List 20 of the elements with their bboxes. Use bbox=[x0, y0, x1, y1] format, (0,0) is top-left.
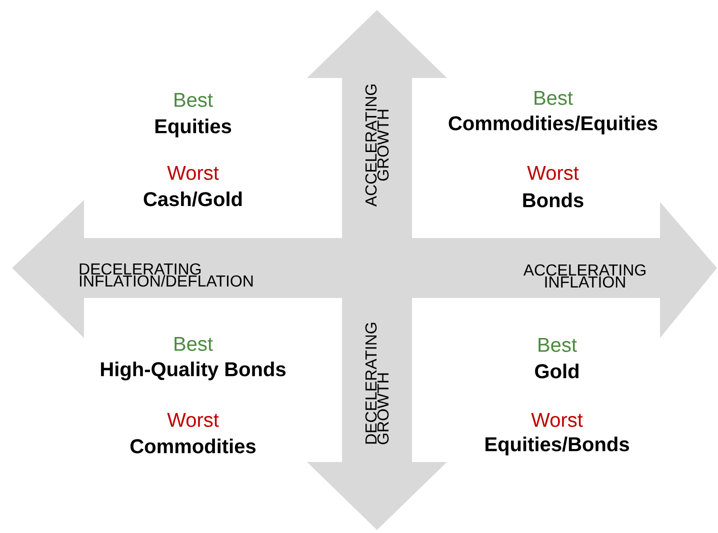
best-label: Best bbox=[538, 338, 577, 352]
axis-label: ACCELERATING INFLATION bbox=[523, 264, 646, 288]
asset-label: Commodities/Equities bbox=[448, 116, 658, 134]
worst-label: Worst bbox=[531, 413, 583, 427]
worst-label: Worst bbox=[167, 166, 219, 180]
asset-label: Cash/Gold bbox=[144, 192, 242, 206]
asset-label: High-Quality Bonds bbox=[101, 362, 286, 380]
asset-label: Bonds bbox=[523, 192, 584, 208]
asset-label: Equities/Bonds bbox=[486, 436, 629, 456]
axis-label: DECELERATING GROWTH bbox=[365, 322, 389, 444]
worst-label: Worst bbox=[167, 413, 219, 427]
worst-label: Worst bbox=[527, 166, 579, 180]
best-label: Best bbox=[174, 93, 213, 107]
axis-label: DECELERATING INFLATION/DEFLATION bbox=[80, 263, 253, 287]
best-label: Best bbox=[534, 91, 573, 105]
axis-label: ACCELERATING GROWTH bbox=[365, 84, 389, 207]
best-label: Best bbox=[174, 337, 213, 351]
asset-label: Commodities bbox=[130, 438, 256, 454]
asset-label: Gold bbox=[535, 364, 578, 378]
asset-label: Equities bbox=[155, 118, 232, 138]
